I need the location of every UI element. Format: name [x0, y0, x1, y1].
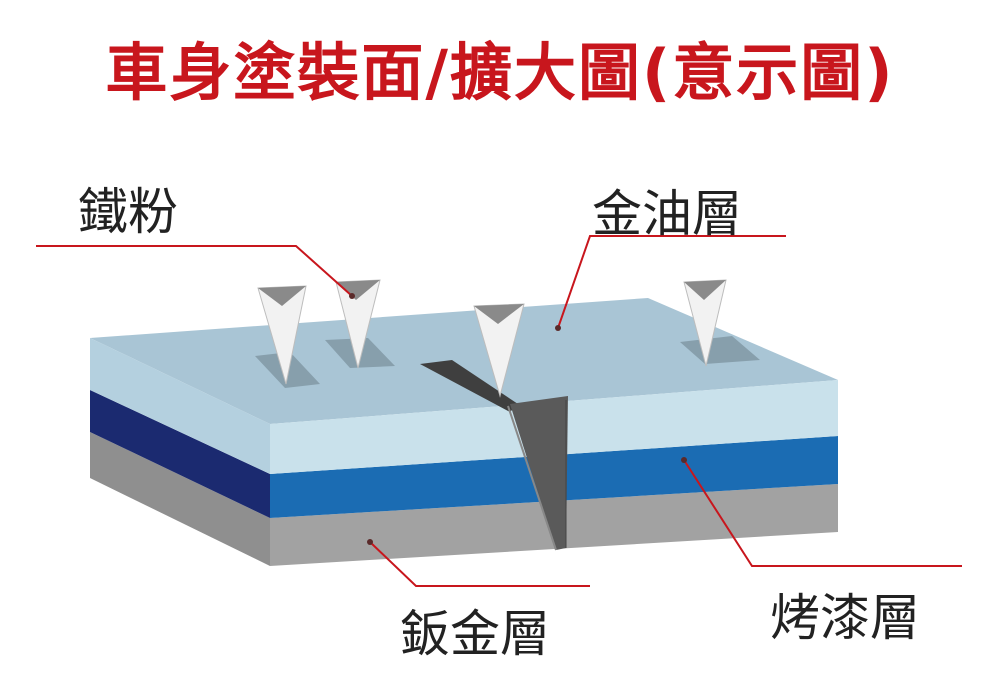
- label-sheet-metal: 鈑金層: [400, 605, 550, 663]
- leader-dot-iron: [349, 293, 355, 299]
- iron-particle-3: [473, 303, 525, 398]
- iron-particle-1: [257, 285, 307, 385]
- leader-dot-clear: [555, 325, 561, 331]
- leader-line-sheet: [369, 541, 590, 587]
- label-iron-powder: 鐵粉: [78, 183, 178, 241]
- leader-dot-sheet: [367, 539, 373, 545]
- clear-coat-left: [90, 338, 270, 474]
- paint-layer-left: [90, 390, 270, 518]
- iron-particle-4: [683, 279, 727, 367]
- sheet-metal-left: [90, 432, 270, 566]
- crack-gap: [510, 396, 568, 550]
- crack-top: [420, 360, 518, 412]
- leader-line-clear: [557, 235, 786, 329]
- crack-edge: [507, 405, 557, 551]
- iron-particle-2: [335, 279, 381, 369]
- label-paint-layer: 烤漆層: [770, 589, 920, 647]
- leader-line-iron: [36, 245, 353, 297]
- leader-dot-paint: [681, 457, 687, 463]
- label-clear-coat: 金油層: [592, 185, 742, 243]
- leader-line-paint: [683, 459, 962, 567]
- page-title: 車身塗裝面/擴大圖(意示圖): [105, 36, 895, 109]
